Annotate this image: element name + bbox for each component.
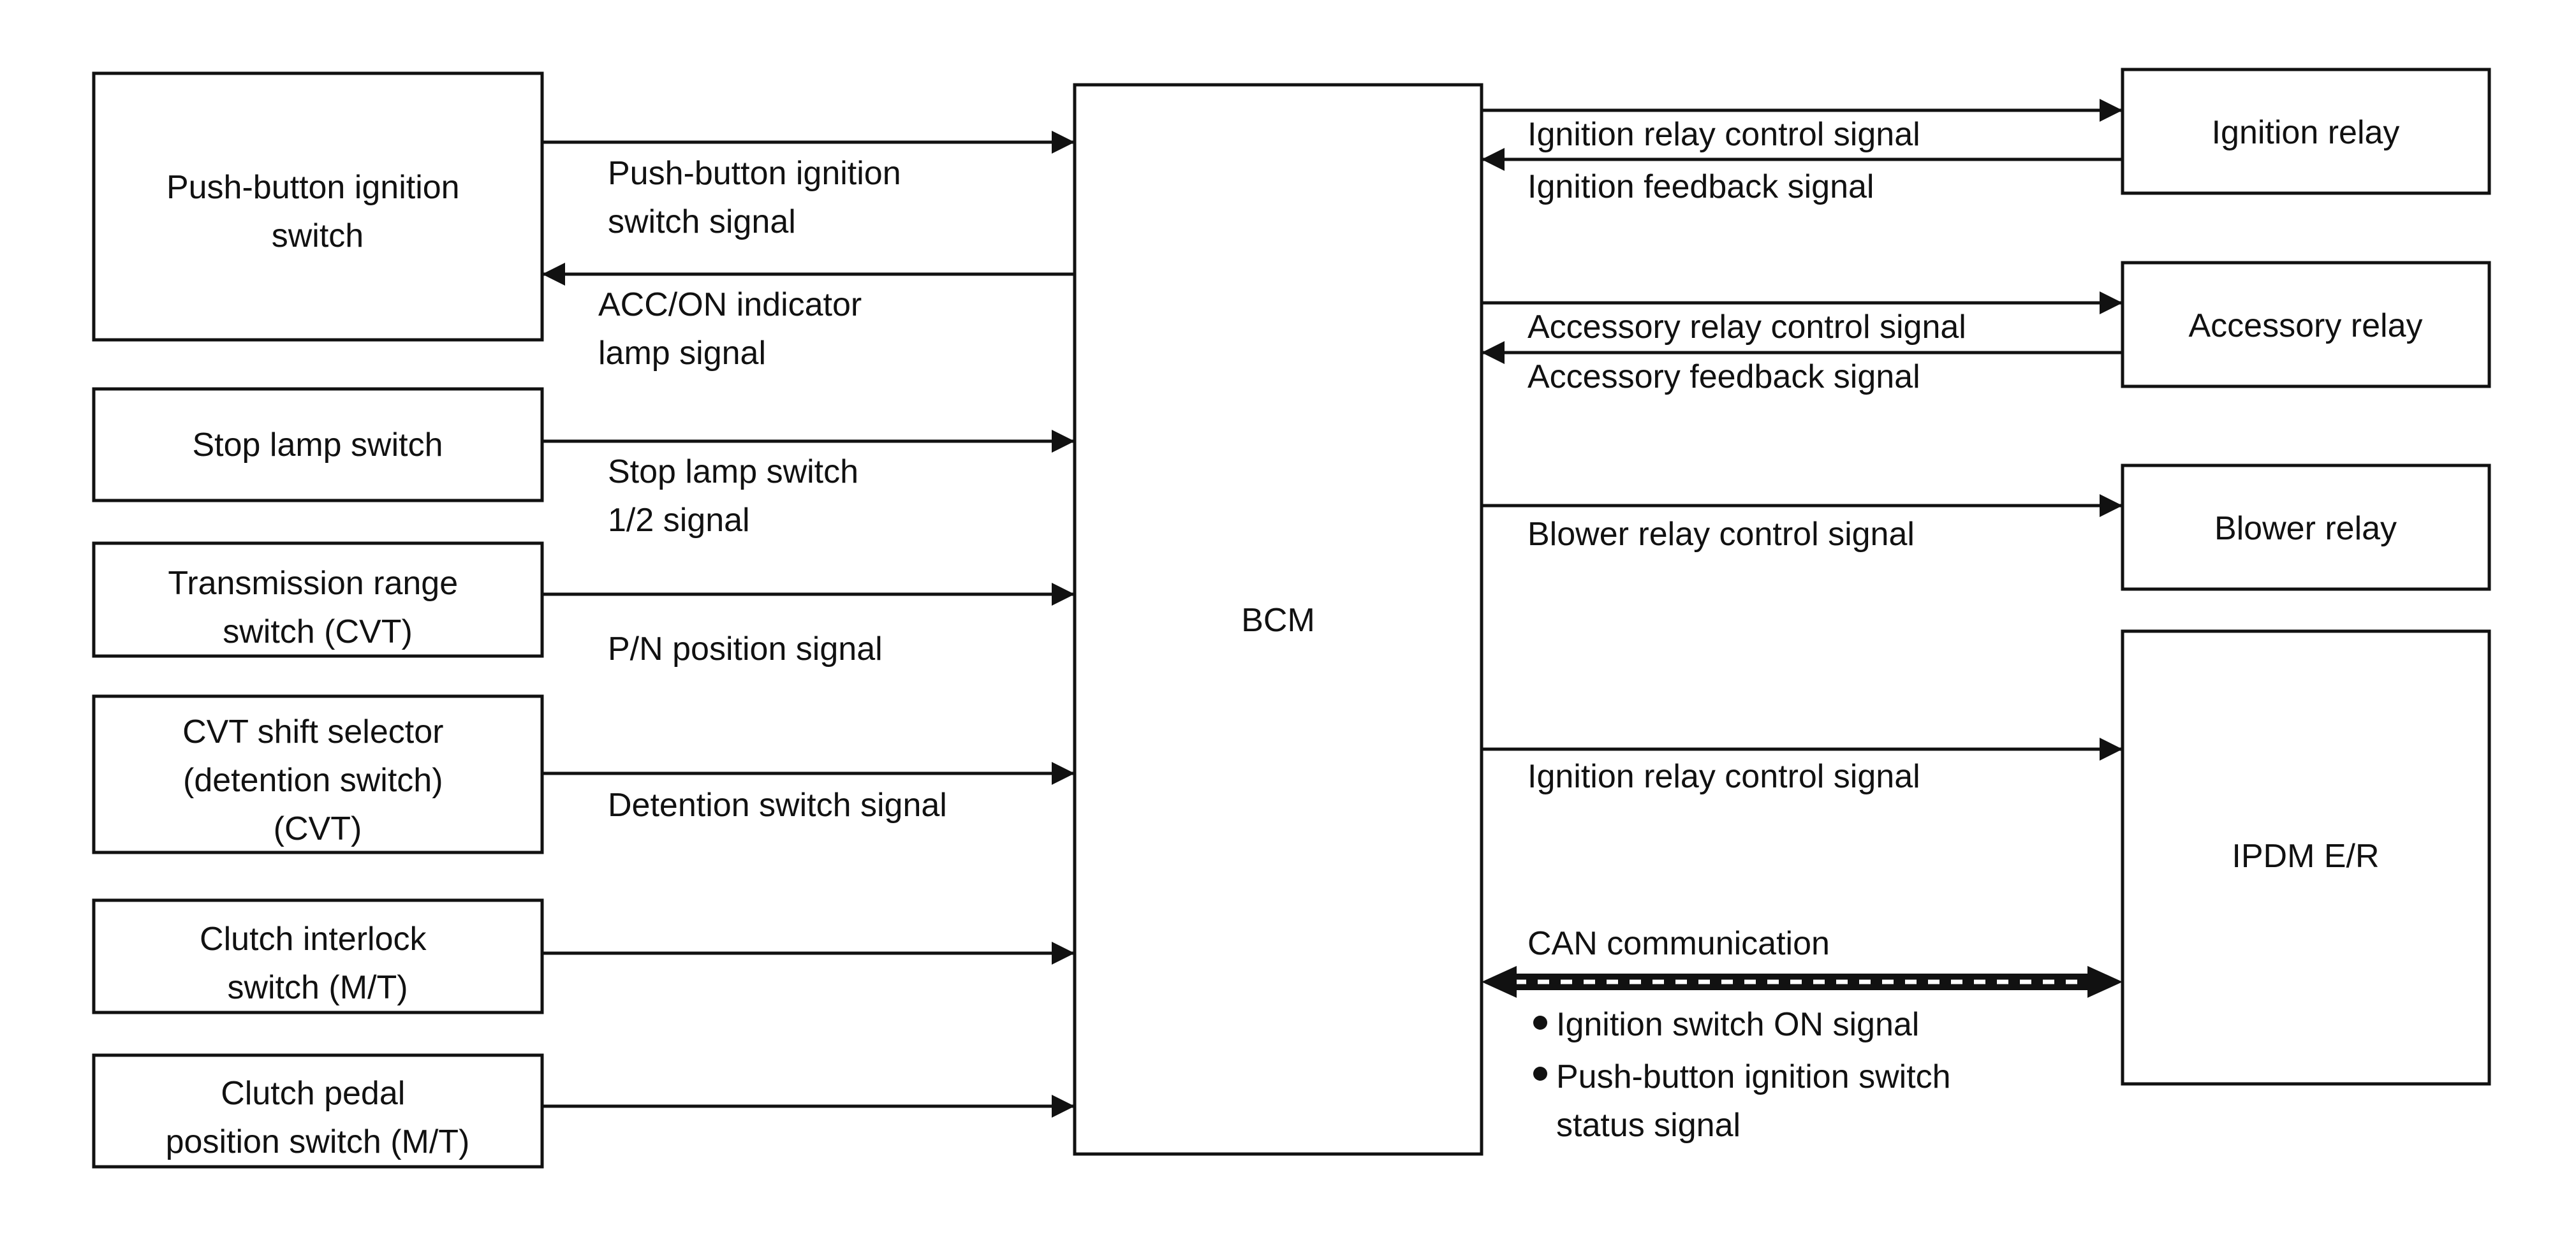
bullet-dot: [1533, 1016, 1547, 1030]
right-box-label: IPDM E/R: [2232, 838, 2379, 875]
clutch-interlock-switch-box: [92, 898, 544, 1014]
left-box-label: Push-button ignition switch: [166, 169, 469, 254]
blower-relay-box: [2121, 464, 2491, 591]
left-signal-label: Push-button ignition switch signal: [608, 155, 910, 240]
left-signal-label: ACC/ON indicator lamp signal: [598, 286, 871, 372]
left-box-label: Stop lamp switch: [192, 427, 443, 464]
right-signal-label: Accessory relay control signal: [1527, 309, 1966, 346]
left-signal-label: Stop lamp switch 1/2 signal: [608, 453, 868, 539]
transmission-range-switch-box: [92, 541, 544, 658]
clutch-pedal-position-switch-box: [92, 1053, 544, 1169]
bcm-label: BCM: [1241, 602, 1315, 639]
accessory-relay-box: [2121, 261, 2491, 388]
bcm-box: [1073, 83, 1483, 1156]
cvt-shift-selector-box: [92, 694, 544, 854]
stop-lamp-switch-box: [92, 387, 544, 502]
ipdm-er-box: [2121, 629, 2491, 1086]
left-box-label: CVT shift selector (detention switch) (C…: [182, 713, 453, 847]
left-box-label: Transmission range switch (CVT): [168, 565, 467, 650]
right-box-label: Accessory relay: [2189, 307, 2423, 344]
right-signal-label: Ignition relay control signal: [1527, 116, 1920, 153]
can-bus-line: [1482, 966, 2123, 998]
left-signal-label: P/N position signal: [608, 631, 883, 668]
right-box-label: Blower relay: [2214, 510, 2397, 547]
right-box-label: Ignition relay: [2212, 114, 2400, 151]
left-box-label: Clutch interlock switch (M/T): [200, 921, 436, 1006]
bullet-dot: [1533, 1067, 1547, 1081]
can-item-label: Push-button ignition switch status signa…: [1556, 1058, 1960, 1144]
right-signal-label: Ignition feedback signal: [1527, 168, 1874, 205]
ignition-relay-box: [2121, 68, 2491, 195]
left-signal-label: Detention switch signal: [608, 787, 947, 824]
right-signal-label: Blower relay control signal: [1527, 516, 1915, 553]
left-box-label: Clutch pedal position switch (M/T): [166, 1075, 470, 1160]
right-signal-label: Ignition relay control signal: [1527, 758, 1920, 795]
push-button-ignition-switch-box: [92, 71, 544, 342]
right-signal-label: CAN communication: [1527, 925, 1830, 962]
can-item-label: Ignition switch ON signal: [1556, 1006, 1919, 1043]
right-signal-label: Accessory feedback signal: [1527, 358, 1920, 395]
